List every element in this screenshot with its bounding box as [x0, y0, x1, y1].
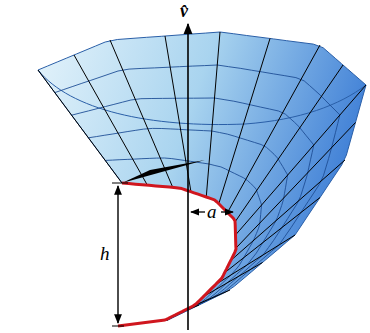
dimension-label: h: [99, 244, 111, 263]
height-arrow: [117, 186, 118, 323]
ruling-line: [228, 45, 321, 213]
ruling-line: [215, 235, 295, 285]
axis-line: [187, 24, 189, 330]
ruling-line: [225, 198, 320, 273]
ruling-line: [74, 55, 147, 185]
ruling-line: [231, 160, 345, 261]
radius-arrow: [191, 211, 205, 212]
ruling-line: [206, 32, 220, 197]
dimension-label: a: [207, 202, 217, 221]
ruling-line: [203, 263, 262, 297]
ruling-line: [219, 39, 270, 204]
surface-sheet: [38, 32, 366, 320]
ruling-line: [235, 65, 343, 222]
radius-arrow: [221, 211, 233, 212]
surface-mesh: [38, 32, 366, 326]
ruling-line: [110, 40, 173, 187]
height-tick: [112, 326, 124, 327]
ruling-line: [38, 70, 122, 183]
shadow-patch: [122, 160, 205, 183]
red-curve: [118, 183, 236, 326]
axis-label: v̂: [180, 2, 188, 20]
height-tick: [112, 183, 128, 184]
mesh-curve: [72, 98, 314, 320]
ruling-line: [236, 123, 356, 249]
